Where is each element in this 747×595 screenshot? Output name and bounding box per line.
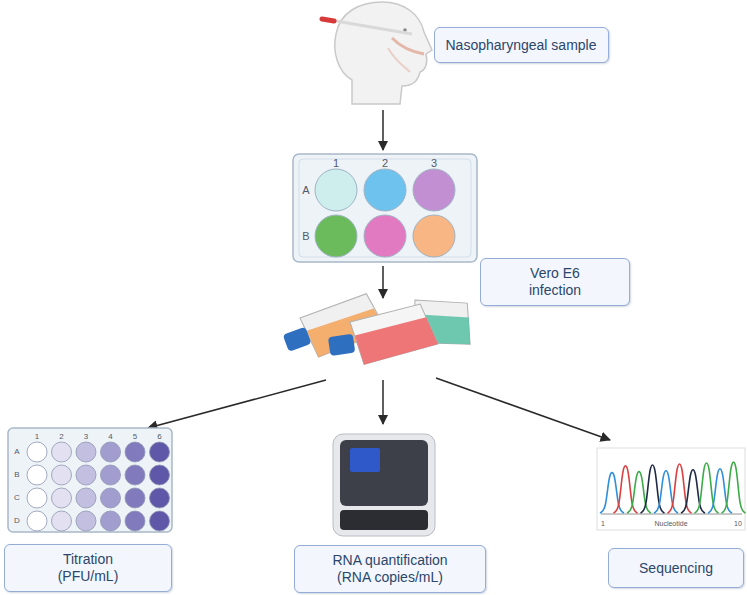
box-text: Sequencing (639, 560, 713, 577)
plate-index: 2 (382, 158, 388, 169)
plate-index: 4 (108, 433, 112, 441)
axis-label: 10 (734, 520, 742, 527)
box-text: Vero E6 infection (515, 265, 595, 299)
plate-index: A (14, 448, 19, 456)
qpcr-instrument (333, 434, 435, 536)
well (125, 442, 145, 462)
well (27, 442, 47, 462)
box-text: RNA quantification (RNA copies/mL) (315, 552, 465, 586)
arrow (436, 378, 610, 440)
well (76, 488, 96, 508)
well (150, 511, 170, 531)
plate-index: 3 (84, 433, 88, 441)
well (52, 488, 72, 508)
arrow (382, 110, 384, 150)
plate-index: B (302, 231, 309, 242)
output-label: RNA quantification (RNA copies/mL) (294, 545, 486, 593)
box-text: Titration (PFU/mL) (43, 551, 133, 585)
plate-index: 5 (133, 433, 137, 441)
output-label: Titration (PFU/mL) (4, 544, 172, 592)
plate-index: 2 (59, 433, 63, 441)
well (27, 511, 47, 531)
step-label: Nasopharyngeal sample (434, 27, 609, 63)
plate-index: A (302, 185, 309, 196)
chromatogram (597, 448, 746, 530)
well (125, 488, 145, 508)
well (125, 511, 145, 531)
output-label: Sequencing (608, 548, 744, 588)
plate-index: C (14, 494, 20, 502)
plate-index: 1 (333, 158, 339, 169)
plate-index: D (14, 517, 20, 525)
well (150, 488, 170, 508)
well (150, 442, 170, 462)
arrow (382, 380, 384, 424)
well (101, 511, 121, 531)
plate-index: 1 (35, 433, 39, 441)
well (27, 465, 47, 485)
well (101, 488, 121, 508)
twenty-four-well-plate (8, 428, 172, 532)
patient-head (335, 2, 432, 104)
box-text: Nasopharyngeal sample (446, 37, 597, 54)
well (125, 465, 145, 485)
arrow (148, 380, 326, 428)
well (76, 511, 96, 531)
well (76, 465, 96, 485)
well (76, 442, 96, 462)
axis-label: Nucleotide (654, 520, 687, 527)
arrow (382, 266, 384, 298)
well (52, 442, 72, 462)
plate-index: B (14, 471, 19, 479)
well (52, 511, 72, 531)
step-label: Vero E6 infection (480, 258, 630, 306)
well (101, 442, 121, 462)
well (150, 465, 170, 485)
well (27, 488, 47, 508)
plate-index: 3 (431, 158, 437, 169)
well (101, 465, 121, 485)
culture-flasks (278, 291, 477, 369)
well (52, 465, 72, 485)
plate-index: 6 (157, 433, 161, 441)
axis-label: 1 (601, 520, 605, 527)
trace-peak (722, 462, 746, 513)
six-well-plate (293, 154, 477, 262)
swab (322, 19, 412, 34)
